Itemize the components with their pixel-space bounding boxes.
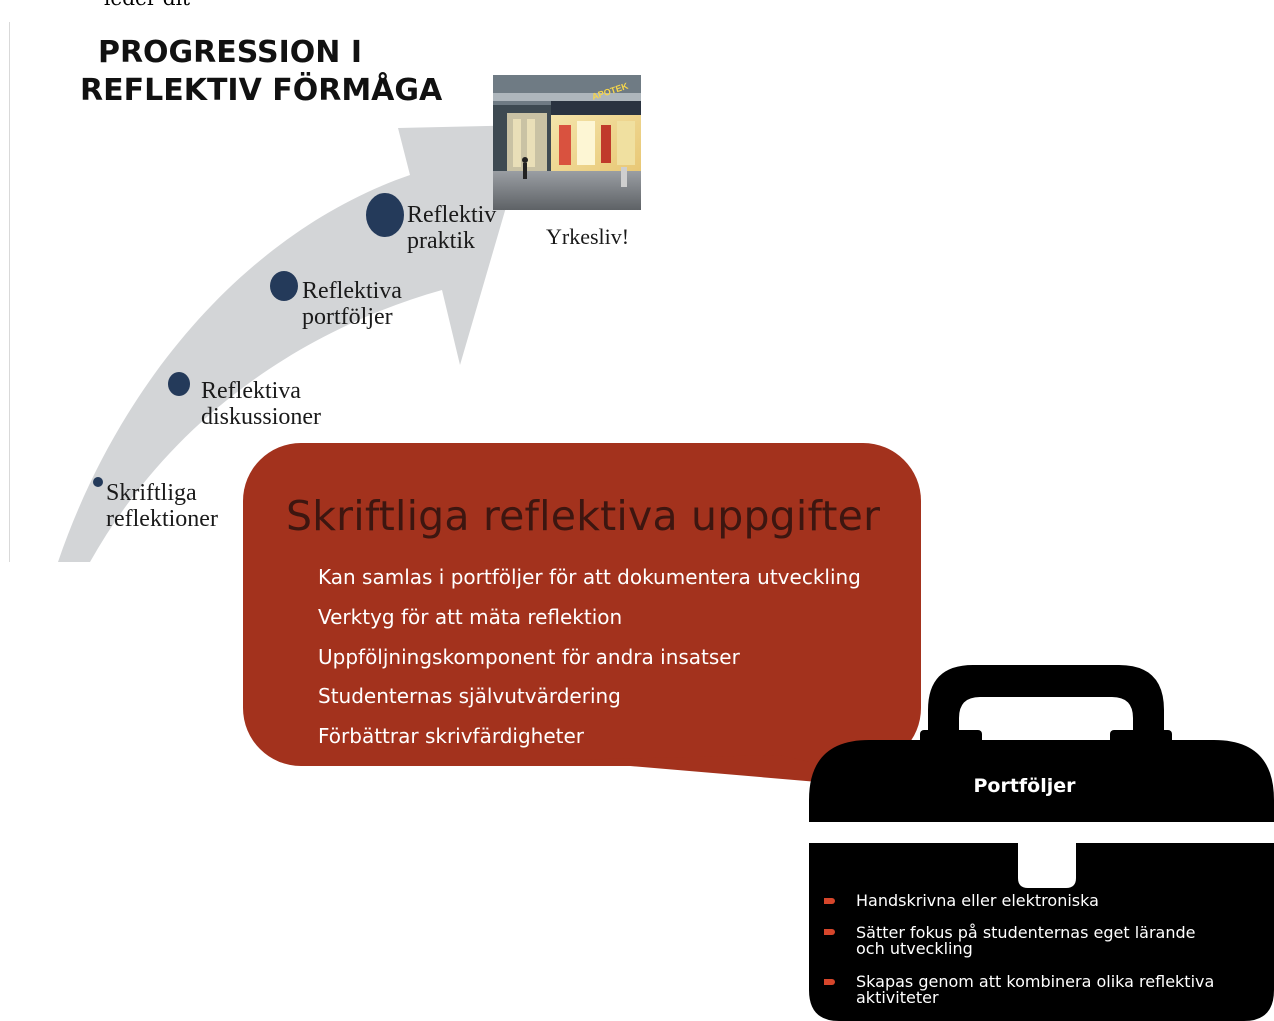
bubble-item-1: Kan samlas i portföljer för att dokument… <box>318 565 861 589</box>
bubble-title: Skriftliga reflektiva uppgifter <box>286 492 881 540</box>
stage-label-4-line-1: Reflektiv <box>407 202 497 228</box>
stage-dot-4 <box>366 193 404 237</box>
portfolio-bullet-3 <box>824 979 835 985</box>
portfolio-bullet-2 <box>824 929 835 935</box>
stage-dot-1 <box>93 477 103 487</box>
stage-label-4-line-2: praktik <box>407 228 475 254</box>
portfolio-item-1: Handskrivna eller elektroniska <box>856 893 1099 909</box>
stage-label-1: Skriftliga reflektioner <box>106 480 218 532</box>
title-line-1: PROGRESSION I <box>97 35 363 70</box>
bubble-item-5: Förbättrar skrivfärdigheter <box>318 724 585 748</box>
stage-label-2: Reflektiva diskussioner <box>201 378 321 430</box>
stage-label-3-line-1: Reflektiva <box>302 278 402 304</box>
portfolio-item-2-line-2: och utveckling <box>856 939 973 958</box>
stage-label-3: Reflektiva portföljer <box>302 278 402 330</box>
left-divider <box>9 22 10 562</box>
destination-label: Yrkesliv! <box>546 224 630 249</box>
header-fragment: leder dit <box>104 0 190 10</box>
portfolio-item-2-line-1: Sätter fokus på studenternas eget lärand… <box>856 923 1196 942</box>
portfolio-item-3-line-1: Skapas genom att kombinera olika reflekt… <box>856 972 1215 991</box>
portfolio-item-3-line-2: aktiviteter <box>856 988 939 1007</box>
stage-dot-2 <box>168 372 190 396</box>
bubble-item-3: Uppföljningskomponent för andra insatser <box>318 645 740 669</box>
stage-label-2-line-1: Reflektiva <box>201 378 301 404</box>
pharmacy-storefront-image: APOTEK <box>493 75 641 210</box>
stage-dot-3 <box>270 271 298 301</box>
bubble-item-4: Studenternas självutvärdering <box>318 684 621 708</box>
portfolio-item-3: Skapas genom att kombinera olika reflekt… <box>856 974 1214 1006</box>
stage-label-4: Reflektiv praktik <box>407 202 496 254</box>
stage-label-3-line-2: portföljer <box>302 304 393 330</box>
stage-label-2-line-2: diskussioner <box>201 404 321 430</box>
stage-label-1-line-2: reflektioner <box>106 506 218 532</box>
bubble-item-2: Verktyg för att mäta reflektion <box>318 605 623 629</box>
portfolio-title: Portföljer <box>973 775 1076 797</box>
stage-label-1-line-1: Skriftliga <box>106 480 197 506</box>
portfolio-item-1-line-1: Handskrivna eller elektroniska <box>856 891 1099 910</box>
portfolio-bullet-1 <box>824 898 835 904</box>
portfolio-item-2: Sätter fokus på studenternas eget lärand… <box>856 925 1195 957</box>
